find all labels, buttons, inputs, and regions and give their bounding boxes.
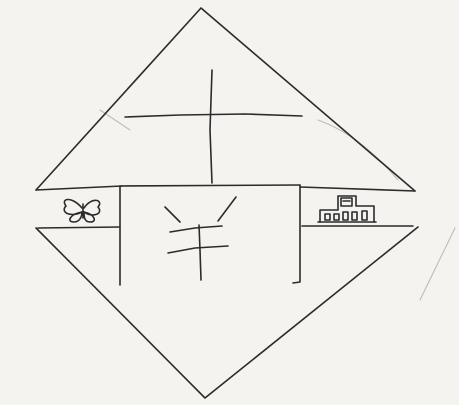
faint-guide-lines bbox=[100, 110, 455, 300]
side-band bbox=[38, 226, 413, 228]
lower-triangle bbox=[36, 227, 418, 398]
building-icon bbox=[318, 196, 376, 222]
center-box bbox=[120, 185, 300, 285]
upper-cross bbox=[125, 70, 302, 183]
center-glyph-drawing bbox=[165, 197, 236, 280]
butterfly-icon bbox=[64, 200, 99, 223]
upper-triangle bbox=[36, 8, 415, 191]
